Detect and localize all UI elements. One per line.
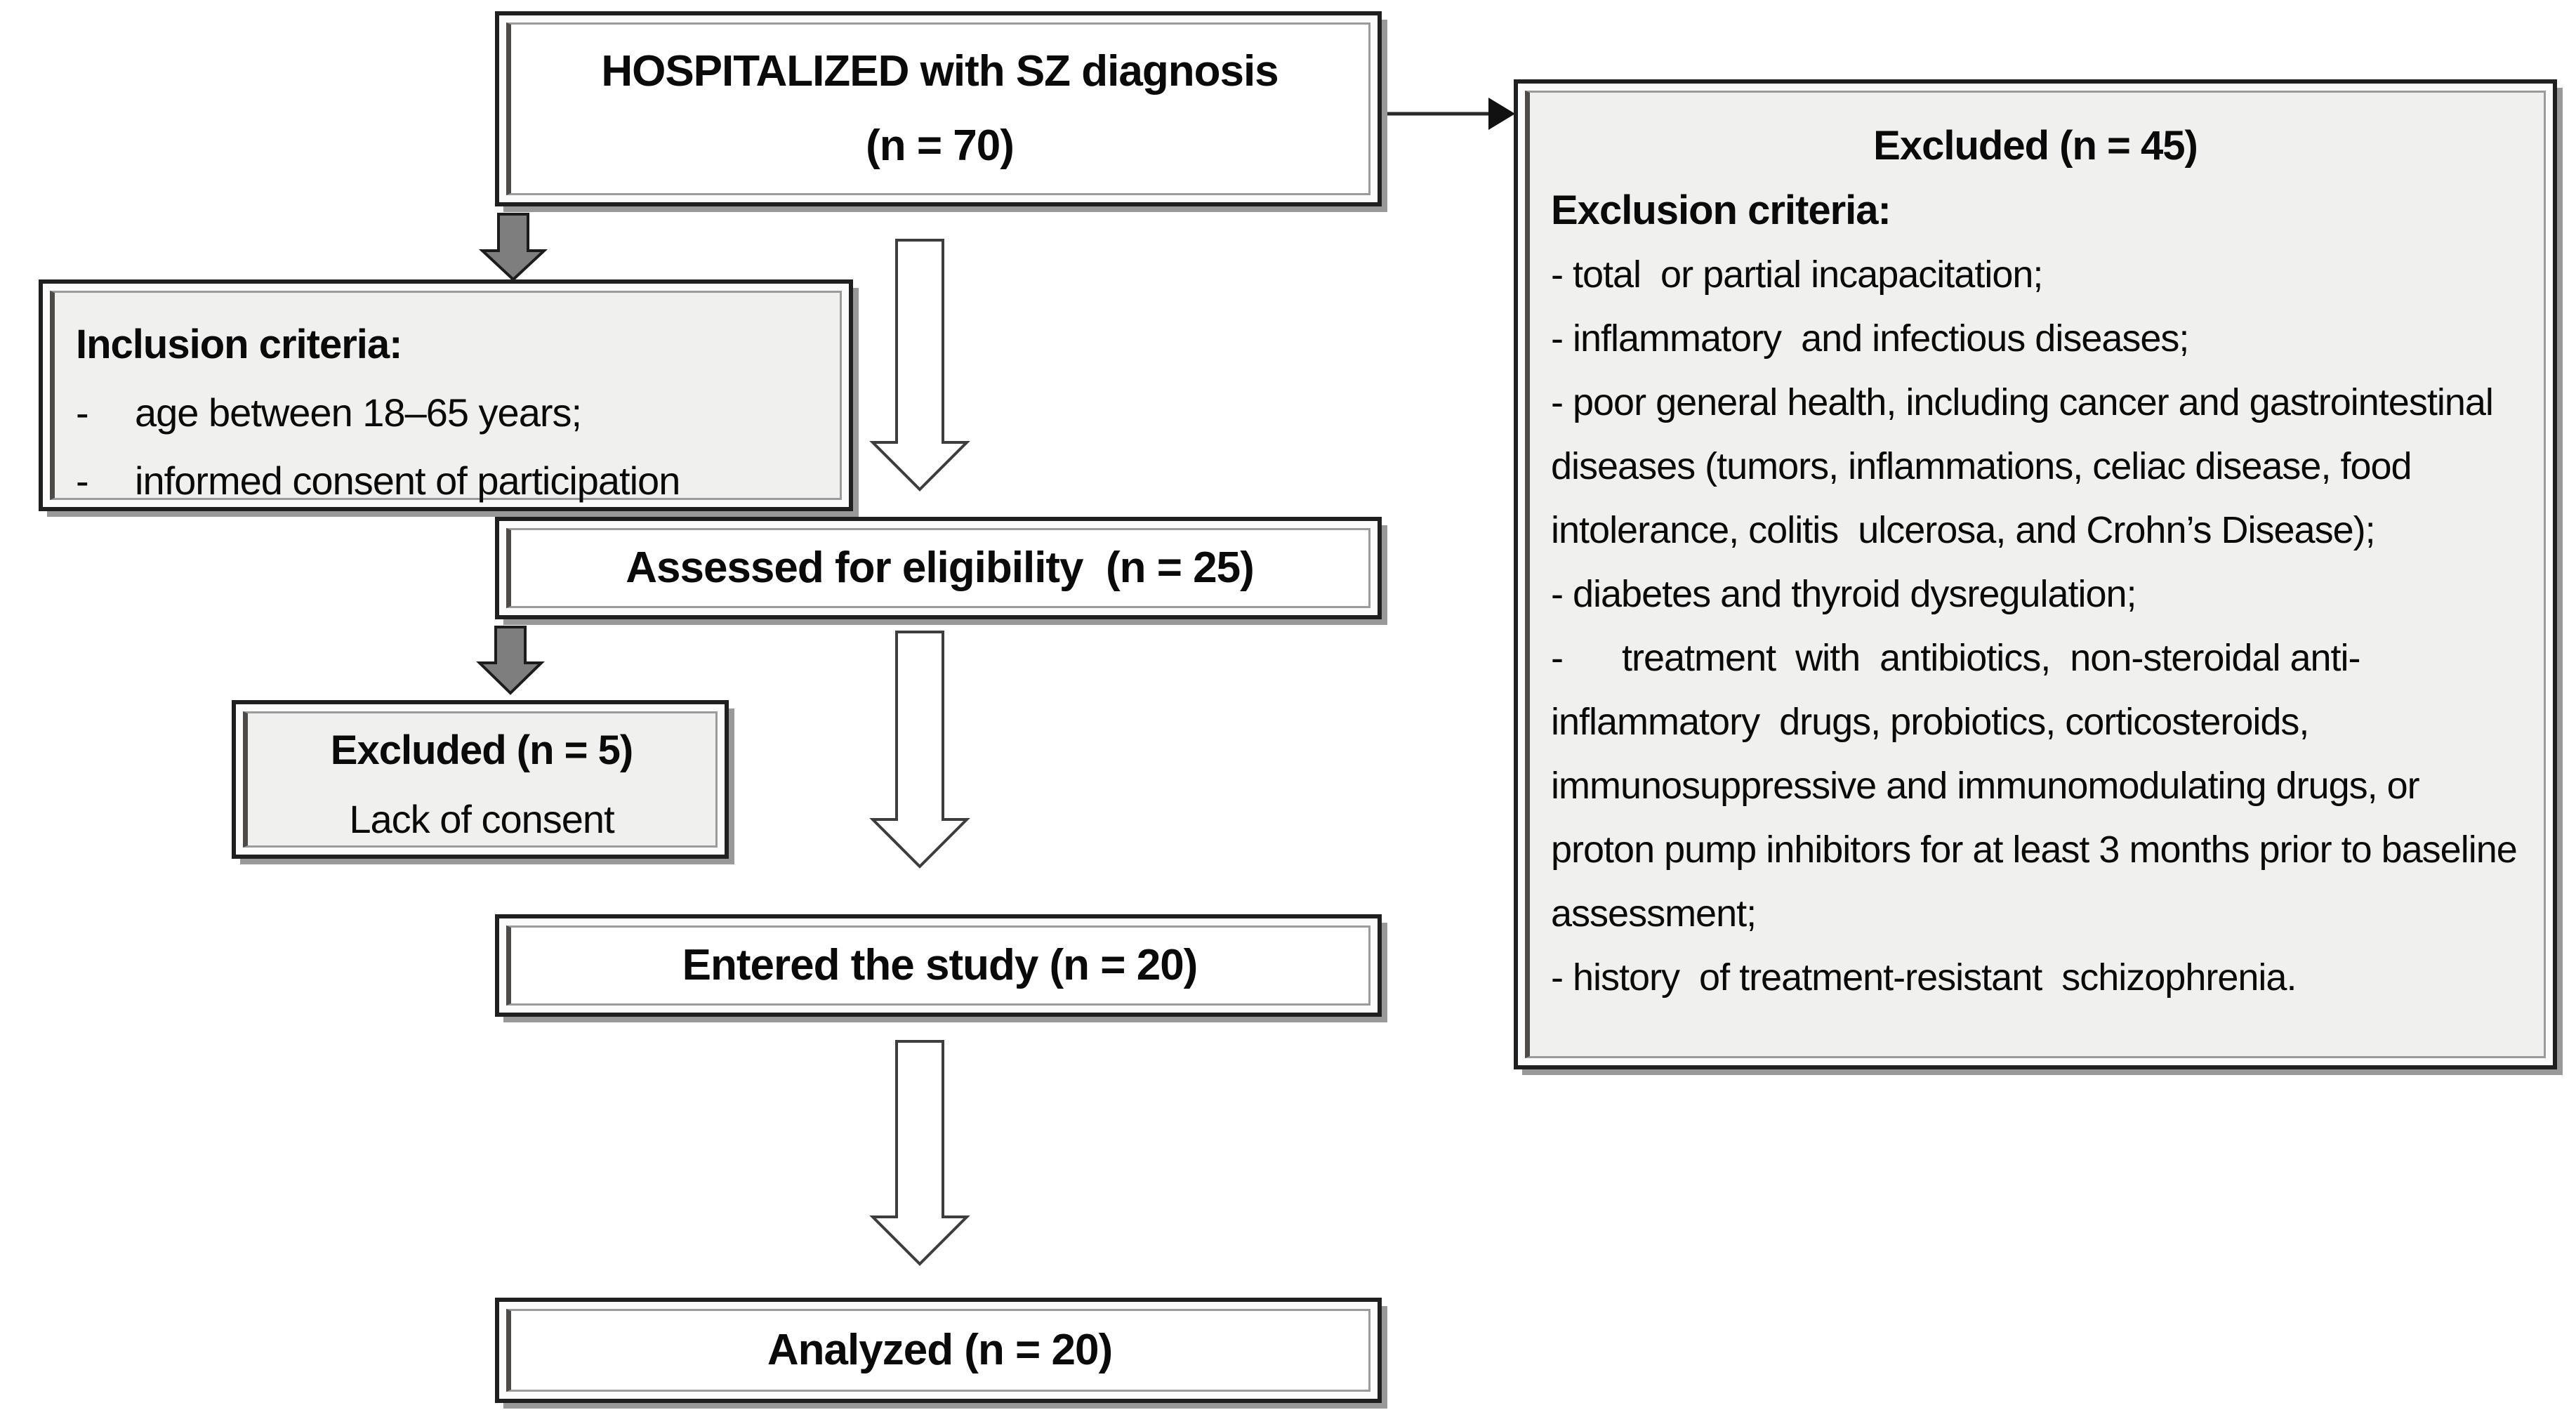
down-arrow-icon — [476, 626, 545, 695]
inclusion-title: Inclusion criteria: — [76, 322, 402, 367]
inclusion-item-text: informed consent of participation — [135, 459, 680, 503]
down-arrow-icon — [869, 239, 970, 492]
hospitalized-line1: HOSPITALIZED with SZ diagnosis — [601, 47, 1279, 95]
box-entered: Entered the study (n = 20) — [495, 914, 1382, 1017]
analyzed-label: Analyzed (n = 20) — [767, 1326, 1113, 1374]
excluded-small-reason: Lack of consent — [349, 797, 614, 841]
box-analyzed: Analyzed (n = 20) — [495, 1298, 1382, 1403]
right-arrowhead-icon — [1488, 98, 1515, 130]
exclusion-item: - poor general health, including cancer … — [1551, 381, 2503, 551]
down-arrow-icon — [478, 213, 548, 282]
inclusion-item: - informed consent of participation — [76, 447, 819, 515]
box-excluded-small: Excluded (n = 5) Lack of consent — [232, 700, 729, 859]
bullet-dash: - — [76, 459, 89, 503]
exclusion-item: - diabetes and thyroid dysregulation; — [1551, 573, 2137, 615]
box-hospitalized: HOSPITALIZED with SZ diagnosis (n = 70) — [495, 11, 1382, 206]
inclusion-item-text: age between 18–65 years; — [135, 390, 582, 435]
hospitalized-line2: (n = 70) — [866, 121, 1015, 170]
excluded-small-title: Excluded (n = 5) — [330, 727, 633, 773]
inclusion-item: - age between 18–65 years; — [76, 378, 819, 447]
exclusion-item: - total or partial incapacitation; — [1551, 253, 2043, 296]
exclusion-item: - history of treatment-resistant schizop… — [1551, 956, 2297, 999]
box-assessed: Assessed for eligibility (n = 25) — [495, 517, 1382, 619]
exclusion-item: - inflammatory and infectious diseases; — [1551, 317, 2189, 360]
down-arrow-icon — [869, 1040, 970, 1266]
exclusion-item: - treatment with antibiotics, non-steroi… — [1551, 637, 2527, 935]
assessed-label: Assessed for eligibility (n = 25) — [626, 543, 1255, 592]
box-excluded-large: Excluded (n = 45) Exclusion criteria: - … — [1514, 79, 2557, 1069]
entered-label: Entered the study (n = 20) — [682, 941, 1198, 989]
exclusion-criteria-heading: Exclusion criteria: — [1551, 187, 1891, 233]
box-inclusion-criteria: Inclusion criteria: - age between 18–65 … — [39, 279, 853, 511]
bullet-dash: - — [76, 390, 89, 435]
down-arrow-icon — [869, 631, 970, 869]
excluded-large-title: Excluded (n = 45) — [1873, 123, 2198, 169]
